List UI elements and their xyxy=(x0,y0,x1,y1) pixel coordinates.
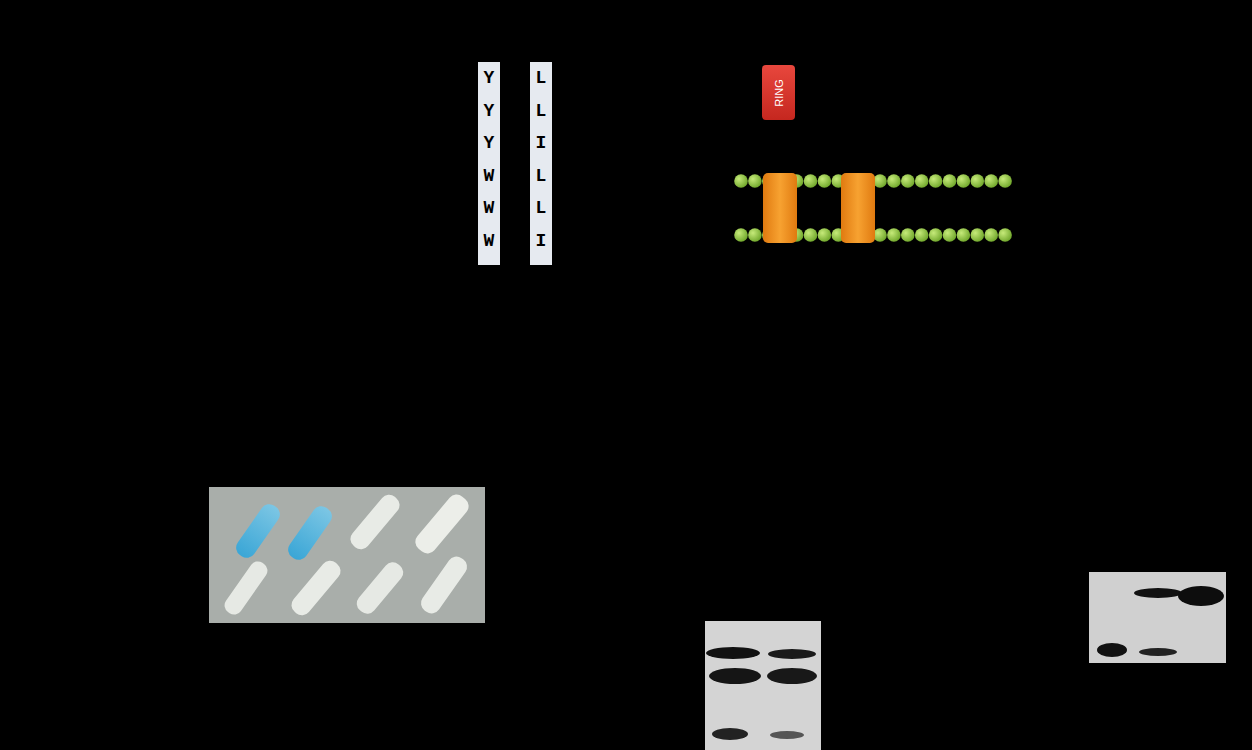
lipid-head xyxy=(929,174,943,188)
western-blot xyxy=(705,621,821,750)
lipid-head xyxy=(929,228,943,242)
lipid-head xyxy=(887,228,901,242)
lipid-head xyxy=(984,174,998,188)
ring-domain: RING xyxy=(762,65,795,120)
lipid-head xyxy=(984,228,998,242)
domain-label: RING xyxy=(773,79,785,107)
lipid-head xyxy=(957,174,971,188)
lipid-head xyxy=(943,174,957,188)
lipid-head xyxy=(748,228,762,242)
lipid-head xyxy=(818,174,832,188)
lipid-head xyxy=(887,174,901,188)
transmembrane-segment xyxy=(763,173,875,243)
lipid-head xyxy=(957,228,971,242)
lipid-head xyxy=(901,174,915,188)
lipid-head xyxy=(818,228,832,242)
lipid-head xyxy=(873,174,887,188)
residue-column: L L I L L I xyxy=(530,62,552,265)
residue-letters: Y Y Y W W W xyxy=(478,62,500,257)
yeast-plate-photo xyxy=(209,487,485,623)
lipid-head xyxy=(804,174,818,188)
lipid-head xyxy=(901,228,915,242)
lipid-head xyxy=(915,174,929,188)
lipid-head xyxy=(804,228,818,242)
lipid-head xyxy=(943,228,957,242)
western-blot xyxy=(1089,572,1226,663)
residue-column: Y Y Y W W W xyxy=(478,62,500,265)
lipid-head xyxy=(734,174,748,188)
lipid-head xyxy=(971,174,985,188)
lipid-head xyxy=(915,228,929,242)
lipid-head xyxy=(998,174,1012,188)
residue-letters: L L I L L I xyxy=(530,62,552,257)
lipid-head xyxy=(998,228,1012,242)
lipid-head xyxy=(748,174,762,188)
lipid-head xyxy=(734,228,748,242)
lipid-head xyxy=(971,228,985,242)
lipid-head xyxy=(873,228,887,242)
